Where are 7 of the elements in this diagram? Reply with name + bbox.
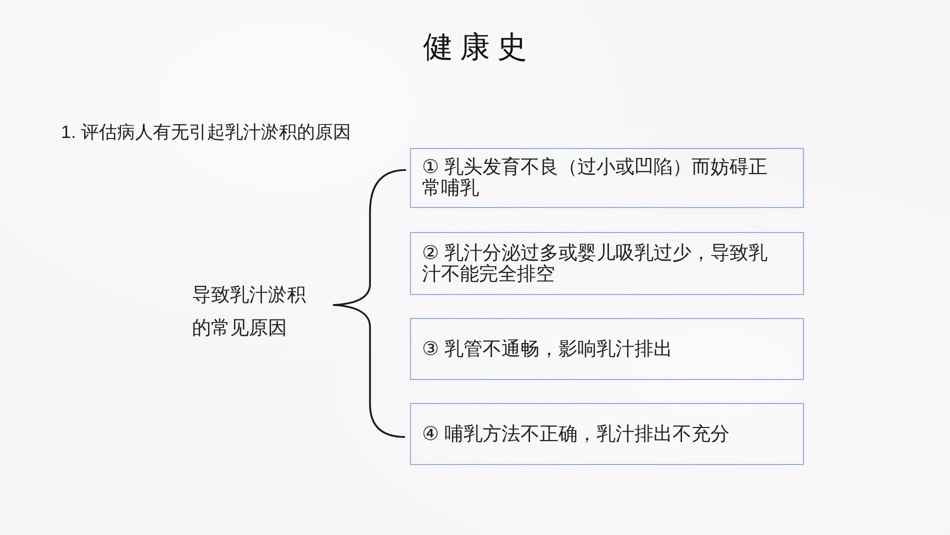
title: 健康史 <box>422 30 534 66</box>
text-box: ④ 哺乳方法不正确，乳汁排出不充分 <box>410 403 804 465</box>
text-box: ③ 乳管不通畅，影响乳汁排出 <box>410 318 804 380</box>
heading-text: 1. 评估病人有无引起乳汁淤积的原因 <box>61 121 352 144</box>
text-box: ① 乳头发育不良（过小或凹陷）而妨碍正常哺乳 <box>410 148 804 208</box>
text-box: ② 乳汁分泌过多或婴儿吸乳过少，导致乳汁不能完全排空 <box>410 232 804 295</box>
brace-label: 导致乳汁淤积的常见原因 <box>192 284 307 341</box>
